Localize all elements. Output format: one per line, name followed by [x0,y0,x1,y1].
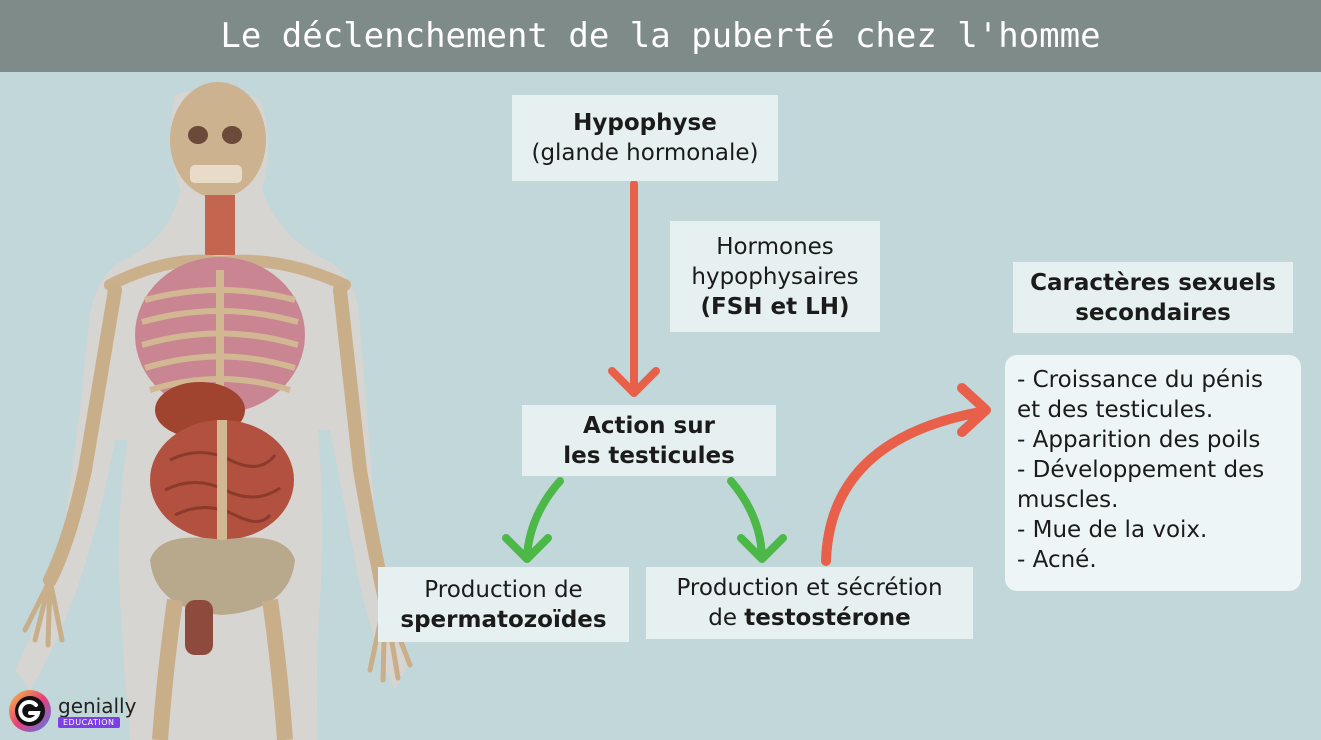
eye-socket-right [222,126,242,144]
hypophyse-box: Hypophyse (glande hormonale) [512,95,778,181]
action-box: Action sur les testicules [522,405,776,476]
caracteres-list: - Croissance du pénis et des testicules.… [1005,355,1301,591]
reproductive-organ [185,600,213,655]
testo-box: Production et sécrétion de testostérone [646,567,973,639]
arrow-head-action-to-sperm [502,534,552,563]
left-arm [43,283,122,587]
hormones-line1: Hormones [716,233,834,260]
list-item: - Mue de la voix. [1017,517,1208,543]
right-leg [262,598,293,740]
genially-logo: genially EDUCATION [8,688,136,734]
anatomy-figure [15,82,413,740]
hormones-box: Hormones hypophysaires (FSH et LH) [670,221,880,332]
testo-line1: Production et sécrétion [676,575,943,601]
logo-badge: EDUCATION [58,716,120,728]
sperm-line2: spermatozoïdes [400,606,607,633]
arrow-head-testo-to-caracteres [957,383,991,437]
caracteres-line2: secondaires [1075,299,1231,326]
neck [205,195,235,255]
right-arm [333,283,392,607]
left-leg [152,598,183,740]
sperm-box: Production de spermatozoïdes [378,567,629,642]
arrow-head-hypophyse-to-action [608,367,660,397]
list-item: - Acné. [1017,547,1097,573]
left-hand [22,577,65,648]
arrow-head-action-to-testo [737,534,787,563]
hypophyse-desc: (glande hormonale) [531,140,759,166]
hormones-line2: hypophysaires [691,263,859,290]
page-title: Le déclenchement de la puberté chez l'ho… [220,16,1101,56]
action-line1: Action sur [583,412,715,439]
arrow-testo-to-caracteres [821,407,985,566]
arrow-action-to-testo [727,477,766,560]
action-line2: les testicules [563,442,735,469]
arrow-action-to-sperm [523,477,564,560]
testo-prefix: de [708,605,745,631]
testo-line2: de testostérone [708,603,911,633]
testo-name: testostérone [744,605,911,631]
list-item: - Développement des muscles. [1017,457,1265,513]
title-bar: Le déclenchement de la puberté chez l'ho… [0,0,1321,72]
genially-logo-icon [9,690,51,732]
caracteres-title-box: Caractères sexuels secondaires [1013,262,1293,333]
pelvis [150,537,295,615]
sperm-line1: Production de [424,576,583,603]
hormones-line3: (FSH et LH) [700,293,850,320]
teeth [190,165,242,183]
list-item: - Croissance du pénis et des testicules. [1017,367,1264,423]
eye-socket-left [188,126,208,144]
caracteres-line1: Caractères sexuels [1030,269,1276,296]
list-item: - Apparition des poils [1017,427,1261,453]
logo-name: genially [58,693,137,718]
hypophyse-name: Hypophyse [573,110,717,136]
